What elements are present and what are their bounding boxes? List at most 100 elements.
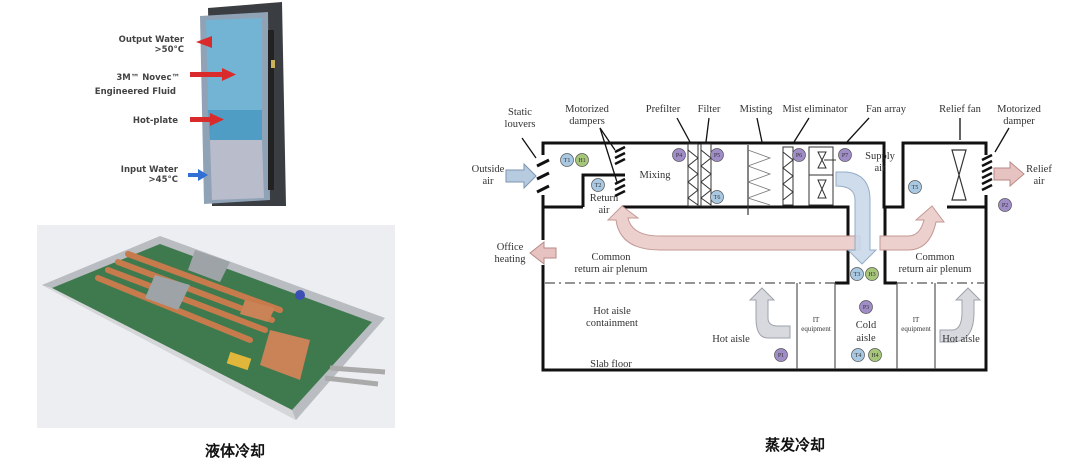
sensor-h4: H4: [868, 348, 882, 362]
label-output-water-temp: >50°C: [155, 45, 184, 55]
label-misting: Misting: [740, 104, 773, 115]
label-relief-air-2: air: [1033, 176, 1045, 187]
label-slab-floor: Slab floor: [590, 359, 632, 370]
sensor-marker: [838, 148, 852, 162]
label-novec: 3M™ Novec™: [116, 73, 180, 83]
label-it-equipment-left: IT: [813, 316, 820, 324]
label-common-return-right: Common: [915, 252, 955, 263]
label-hot-aisle-containment: Hot aisle: [593, 306, 631, 317]
label-cold-aisle-2: aisle: [856, 333, 876, 344]
sensor-marker: [865, 267, 879, 281]
sensor-label: T4: [855, 353, 862, 359]
sensor-t6: T6: [710, 190, 724, 204]
mist-eliminator: [782, 146, 794, 206]
office-heating-arrow: [529, 240, 557, 266]
sensor-label: T6: [714, 195, 721, 201]
misting: [746, 145, 772, 215]
label-output-water: Output Water: [119, 35, 185, 45]
sensor-label: P4: [676, 153, 682, 159]
hot-aisle-left-arrow: [748, 287, 791, 339]
filter: [700, 143, 712, 207]
label-return-air: Return: [590, 193, 619, 204]
caption-evaporative-cooling: 蒸发冷却: [765, 436, 825, 454]
label-motorized-dampers-2: dampers: [569, 116, 605, 127]
sensor-p3: P3: [859, 300, 873, 314]
sensor-label: H4: [871, 353, 878, 359]
supply-air-arrow: [835, 171, 878, 265]
label-filter: Filter: [698, 104, 721, 115]
relief-fan: [951, 149, 967, 201]
sensor-marker: [710, 148, 724, 162]
sensor-marker: [859, 300, 873, 314]
label-outside-air: Outside: [472, 164, 505, 175]
sensor-label: P1: [778, 353, 784, 359]
sensor-marker: [868, 348, 882, 362]
output-water-arrow: [196, 36, 212, 48]
sensor-label: P3: [863, 305, 869, 311]
sensor-marker: [575, 153, 589, 167]
label-common-return-left-2: return air plenum: [575, 264, 648, 275]
label-supply-air-2: air: [874, 163, 886, 174]
label-common-return-right-2: return air plenum: [899, 264, 972, 275]
label-relief-air: Relief: [1026, 164, 1052, 175]
liquid-cooled-blade-image: [188, 2, 286, 206]
hot-aisle-right-arrow: [939, 287, 982, 343]
sensor-t1: T1: [560, 153, 574, 167]
sensor-label: T2: [595, 183, 602, 189]
sensor-marker: [851, 348, 865, 362]
caption-liquid-cooling: 液体冷却: [205, 442, 265, 460]
sensor-h3: H3: [865, 267, 879, 281]
water-cooled-motherboard-photo: [37, 225, 395, 428]
label-input-water-temp: >45°C: [149, 175, 178, 185]
label-prefilter: Prefilter: [646, 104, 681, 115]
fan-array: [808, 146, 836, 206]
label-fan-array: Fan array: [866, 104, 907, 115]
sensor-label: P5: [714, 153, 720, 159]
sensor-marker: [850, 267, 864, 281]
label-it-equipment-left-2: equipment: [801, 325, 831, 333]
sensor-p5: P5: [710, 148, 724, 162]
sensor-marker: [774, 348, 788, 362]
sensor-t4: T4: [851, 348, 865, 362]
label-input-water: Input Water: [121, 165, 179, 175]
sensor-marker: [710, 190, 724, 204]
relief-motorized-damper: [981, 153, 993, 192]
label-it-equipment-right-2: equipment: [901, 325, 931, 333]
label-static-louvers: Static: [508, 107, 532, 118]
label-hot-plate: Hot-plate: [133, 116, 178, 126]
sensor-label: H1: [578, 158, 585, 164]
static-louvers: [536, 158, 550, 194]
label-it-equipment-right: IT: [913, 316, 920, 324]
relief-return-arrow: [879, 205, 945, 251]
label-engineered-fluid: Engineered Fluid: [95, 87, 176, 97]
sensor-label: T1: [564, 158, 571, 164]
label-hot-aisle-containment-2: containment: [586, 318, 638, 329]
label-relief-fan: Relief fan: [939, 104, 981, 115]
sensor-t2: T2: [591, 178, 605, 192]
label-cold-aisle: Cold: [856, 320, 877, 331]
sensor-label: T5: [912, 185, 919, 191]
sensor-label: P2: [1002, 203, 1008, 209]
sensor-t5: T5: [908, 180, 922, 194]
label-motorized-damper: Motorized: [997, 104, 1041, 115]
outside-air-arrow: [505, 162, 537, 190]
label-static-louvers-2: louvers: [505, 119, 536, 130]
label-office-heating: Office: [497, 242, 524, 253]
label-hot-aisle-right: Hot aisle: [942, 334, 980, 345]
sensor-marker: [792, 148, 806, 162]
relief-air-arrow: [993, 160, 1025, 188]
novec-arrow: [190, 72, 224, 77]
sensor-marker: [591, 178, 605, 192]
sensor-label: H3: [868, 272, 875, 278]
label-supply-air: Supply: [865, 151, 896, 162]
sensor-h1: H1: [575, 153, 589, 167]
sensor-p6: P6: [792, 148, 806, 162]
sensor-p4: P4: [672, 148, 686, 162]
sensor-p2: P2: [998, 198, 1012, 212]
label-outside-air-2: air: [482, 176, 494, 187]
sensor-t3: T3: [850, 267, 864, 281]
label-return-air-2: air: [598, 205, 610, 216]
sensor-label: T3: [854, 272, 861, 278]
